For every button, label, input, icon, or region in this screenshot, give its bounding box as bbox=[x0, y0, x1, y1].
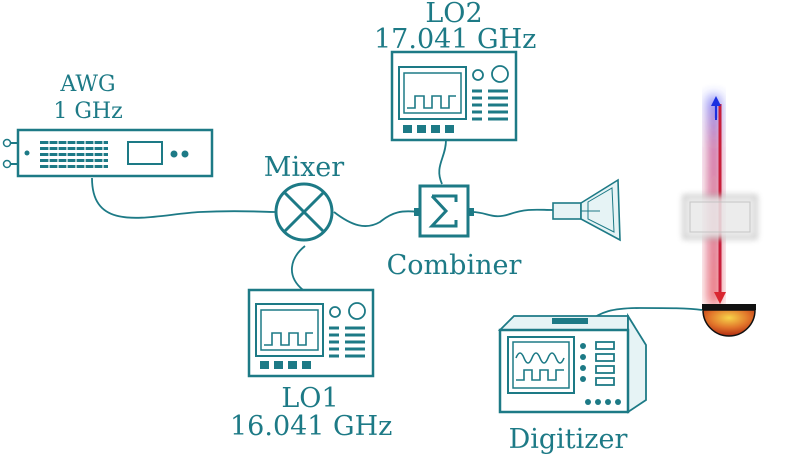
cable-awg-mixer bbox=[91, 177, 276, 219]
lo1-frequency: 16.041 GHz bbox=[230, 411, 393, 442]
awg-instrument bbox=[2, 128, 214, 178]
cable-mixer-combiner bbox=[333, 210, 419, 227]
cable-lo1-mixer bbox=[291, 245, 306, 291]
lo1-instrument bbox=[247, 288, 375, 378]
cables bbox=[91, 139, 703, 323]
lo2-instrument bbox=[390, 50, 518, 142]
photodetector-icon bbox=[702, 304, 756, 337]
cable-digitizer-detector bbox=[587, 307, 703, 323]
oscilloscope-icon bbox=[497, 312, 647, 414]
cell-icon bbox=[683, 195, 757, 239]
combiner-icon bbox=[414, 184, 474, 238]
lo1-name: LO1 bbox=[281, 383, 339, 414]
horn-antenna-icon bbox=[552, 178, 621, 242]
awg-frequency: 1 GHz bbox=[53, 99, 123, 124]
lo2-name: LO2 bbox=[425, 0, 483, 29]
digitizer-label: Digitizer bbox=[508, 424, 628, 455]
cable-combiner-horn bbox=[471, 208, 554, 218]
combiner-label: Combiner bbox=[386, 250, 522, 281]
lo2-frequency: 17.041 GHz bbox=[374, 24, 537, 55]
mixer-icon bbox=[274, 182, 334, 242]
cable-lo2-combiner bbox=[438, 139, 447, 185]
mixer-label: Mixer bbox=[263, 152, 345, 183]
awg-name: AWG bbox=[60, 72, 116, 97]
